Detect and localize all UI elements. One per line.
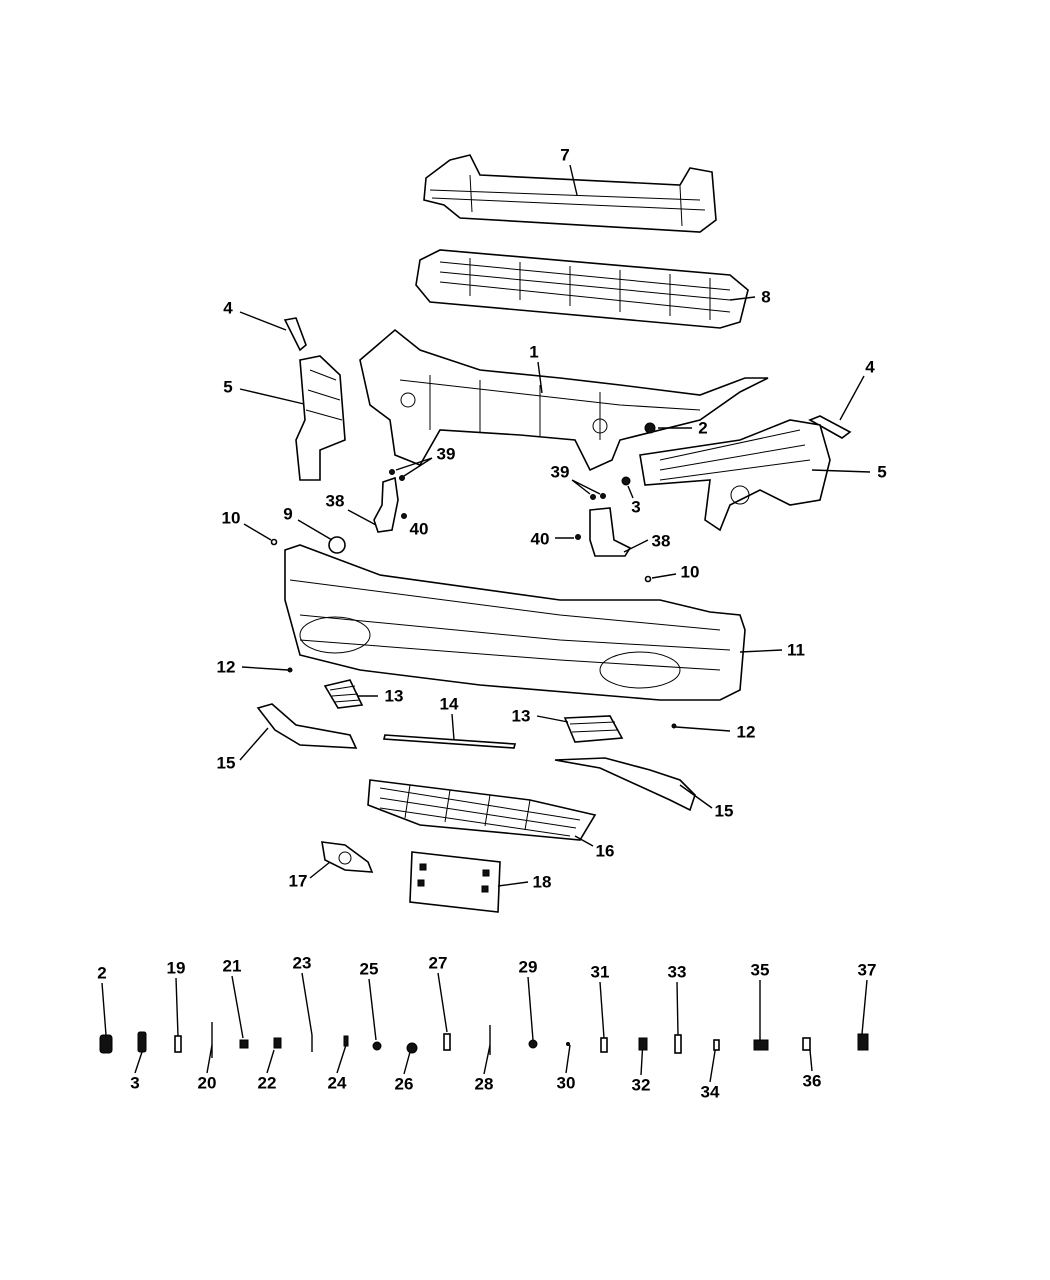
callout-16: 16 bbox=[595, 841, 615, 861]
callout-15-left: 15 bbox=[216, 753, 236, 773]
callout-13-right: 13 bbox=[511, 706, 531, 726]
fastener-label-28: 28 bbox=[474, 1074, 494, 1094]
upper-fasteners bbox=[389, 422, 692, 540]
callout-9: 9 bbox=[283, 504, 293, 524]
fascia-mount-bracket-left bbox=[347, 476, 399, 533]
fog-bezel-right bbox=[554, 757, 713, 812]
fastener-label-35: 35 bbox=[750, 960, 770, 980]
callout-1: 1 bbox=[529, 342, 539, 362]
callout-10-right: 10 bbox=[680, 562, 700, 582]
fastener-label-29: 29 bbox=[518, 957, 538, 977]
fascia-mount-bracket-right bbox=[589, 507, 649, 557]
license-plate-bracket bbox=[409, 851, 529, 913]
callout-15-right: 15 bbox=[714, 801, 734, 821]
callout-3: 3 bbox=[631, 497, 641, 517]
fascia-bracket-left bbox=[239, 355, 346, 481]
fastener-label-31: 31 bbox=[590, 962, 610, 982]
energy-absorber bbox=[415, 249, 756, 329]
fastener-label-20: 20 bbox=[197, 1073, 217, 1093]
callout-40-right: 40 bbox=[530, 529, 550, 549]
callout-13-left: 13 bbox=[384, 686, 404, 706]
callout-38-left: 38 bbox=[325, 491, 345, 511]
callout-4-left: 4 bbox=[223, 298, 233, 318]
fastener-label-37: 37 bbox=[857, 960, 877, 980]
callout-11: 11 bbox=[787, 640, 805, 660]
fastener-label-3: 3 bbox=[130, 1073, 140, 1093]
callout-10-left: 10 bbox=[221, 508, 241, 528]
fastener-row bbox=[99, 972, 869, 1083]
fastener-label-24: 24 bbox=[327, 1073, 347, 1093]
callout-39-right: 39 bbox=[550, 462, 570, 482]
callout-5-left: 5 bbox=[223, 377, 233, 397]
callout-39-left: 39 bbox=[436, 444, 456, 464]
clips-12 bbox=[241, 666, 731, 732]
callout-8: 8 bbox=[761, 287, 771, 307]
front-fascia bbox=[284, 544, 783, 701]
fastener-label-32: 32 bbox=[631, 1075, 651, 1095]
fascia-bracket-right bbox=[639, 419, 871, 532]
bracket-left bbox=[239, 311, 307, 352]
fastener-label-30: 30 bbox=[556, 1073, 576, 1093]
fog-grille-left bbox=[323, 679, 378, 709]
fastener-label-23: 23 bbox=[292, 953, 312, 973]
fog-grille-right bbox=[536, 715, 624, 743]
fastener-label-27: 27 bbox=[428, 953, 448, 973]
fog-bezel-left bbox=[239, 703, 358, 761]
fastener-label-19: 19 bbox=[166, 958, 186, 978]
callout-14: 14 bbox=[439, 694, 459, 714]
callout-18: 18 bbox=[532, 872, 552, 892]
callout-4-right: 4 bbox=[865, 357, 875, 377]
callout-12-right: 12 bbox=[736, 722, 756, 742]
callout-5-right: 5 bbox=[877, 462, 887, 482]
small-plugs bbox=[243, 519, 677, 583]
fastener-label-21: 21 bbox=[222, 956, 242, 976]
fastener-label-22: 22 bbox=[257, 1073, 277, 1093]
fastener-label-33: 33 bbox=[667, 962, 687, 982]
upper-fascia-support bbox=[359, 328, 769, 472]
fastener-label-26: 26 bbox=[394, 1074, 414, 1094]
callout-38-right: 38 bbox=[651, 531, 671, 551]
bumper-reinforcement-beam bbox=[423, 154, 717, 233]
callout-2: 2 bbox=[698, 418, 708, 438]
callout-12-left: 12 bbox=[216, 657, 236, 677]
lower-grille bbox=[367, 779, 597, 847]
bracket-right bbox=[808, 375, 865, 439]
fastener-label-34: 34 bbox=[700, 1082, 720, 1102]
fastener-label-2: 2 bbox=[97, 963, 107, 983]
fog-lamp-bezel bbox=[309, 841, 374, 879]
callout-40-left: 40 bbox=[409, 519, 429, 539]
fastener-label-25: 25 bbox=[359, 959, 379, 979]
fastener-label-36: 36 bbox=[802, 1071, 822, 1091]
callout-7: 7 bbox=[560, 145, 570, 165]
callout-17: 17 bbox=[288, 871, 308, 891]
lower-trim-strip bbox=[382, 713, 517, 749]
